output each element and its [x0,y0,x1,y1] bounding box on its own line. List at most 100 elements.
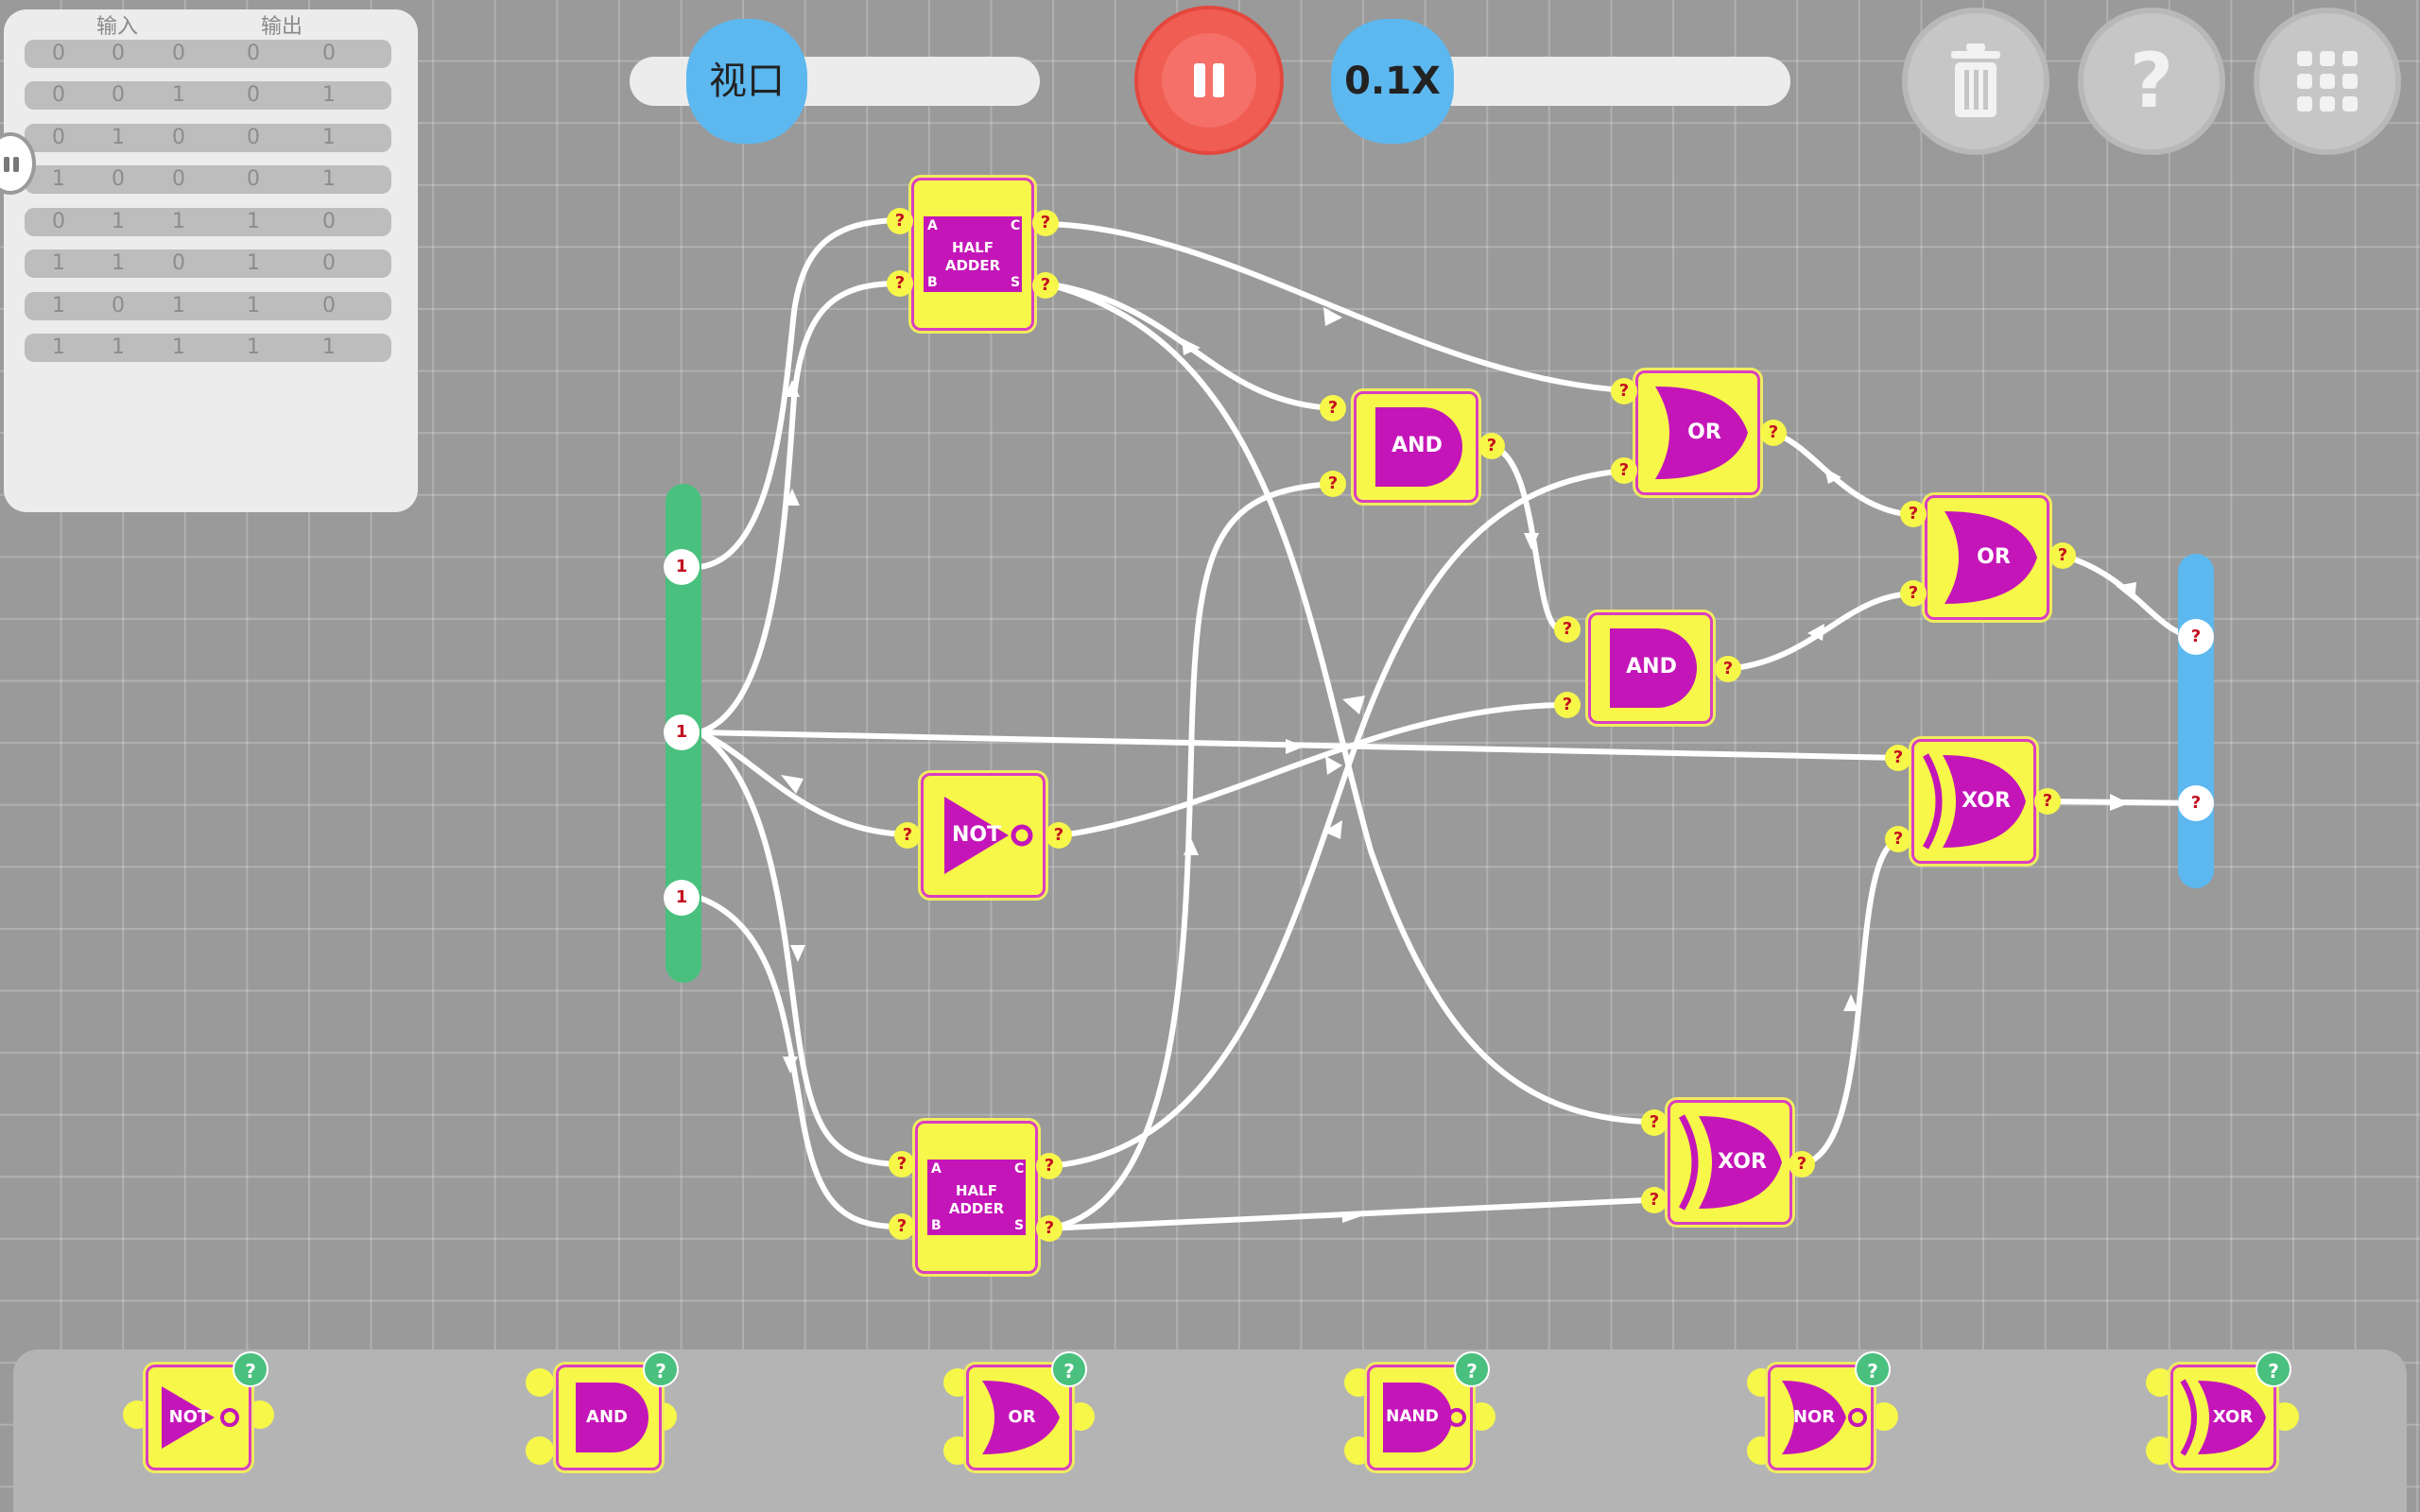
output-port[interactable]: ? [2034,788,2061,815]
truth-table-input-cell: 1 [172,83,185,107]
output-port[interactable]: ? [1032,272,1059,299]
delete-button[interactable] [1902,8,2049,155]
not-gate[interactable]: NOT [921,773,1046,898]
palette-xor-gate[interactable]: XOR [2170,1365,2276,1470]
wire-arrow [790,945,805,962]
output-port[interactable]: ? [1032,210,1059,236]
input-node[interactable]: 1 [664,549,700,585]
input-port[interactable]: ? [894,822,921,849]
output-port[interactable]: ? [1760,420,1787,446]
xor-gate[interactable]: XOR [1668,1100,1792,1225]
half-adder-gate[interactable]: A C B S HALF ADDER [911,178,1034,331]
output-port[interactable]: ? [1478,433,1505,459]
input-port[interactable]: ? [887,208,913,234]
palette-help-badge[interactable]: ? [233,1351,268,1387]
palette-or-gate[interactable]: OR [966,1365,1072,1470]
output-node: ? [2178,785,2214,821]
truth-table-output-cell: 0 [247,42,260,65]
wire-arrow [1325,756,1342,775]
palette-nand-label: NAND [1386,1407,1439,1426]
xor-gate[interactable]: XOR [1911,739,2036,864]
input-port[interactable]: ? [1611,457,1637,484]
viewport-button[interactable]: 视口 [686,19,807,144]
wire [1052,702,1563,839]
wire [1487,443,1563,632]
palette-nand-gate[interactable]: NAND [1367,1365,1473,1470]
wire-arrow [1342,696,1365,714]
truth-table-output-cell: 1 [322,167,336,191]
xor-gate-label: XOR [1962,789,2011,813]
output-port[interactable]: ? [1046,822,1072,849]
input-node[interactable]: 1 [664,714,700,750]
wire [1045,468,1629,1169]
wire-arrow [783,1057,798,1074]
wire-arrow [785,489,800,506]
palette-help-badge[interactable]: ? [1454,1351,1490,1387]
input-port[interactable]: ? [1641,1187,1668,1213]
truth-table-output-cell: 1 [247,251,260,275]
palette-help-badge[interactable]: ? [1051,1351,1087,1387]
output-port[interactable]: ? [1036,1215,1063,1242]
menu-button[interactable] [2254,8,2401,155]
input-port[interactable]: ? [1900,501,1927,527]
wire [1042,221,1629,393]
truth-table-input-cell: 0 [52,210,65,233]
xor-gate-label: XOR [1718,1150,1767,1174]
input-port[interactable]: ? [889,1213,915,1240]
output-port[interactable]: ? [1715,656,1741,682]
truth-table-input-cell: 0 [172,167,185,191]
truth-table-output-cell: 0 [322,294,336,318]
truth-table-output-cell: 0 [322,42,336,65]
output-port[interactable]: ? [1789,1151,1815,1177]
wire-arrow [1323,307,1342,326]
input-port[interactable]: ? [889,1151,915,1177]
and-gate[interactable]: AND [1588,612,1713,724]
palette-help-badge[interactable]: ? [1855,1351,1891,1387]
input-port[interactable]: ? [1320,395,1346,421]
wire [1042,281,1648,1125]
half-adder-gate[interactable]: A C B S HALF ADDER [915,1121,1038,1274]
input-port[interactable]: ? [1320,471,1346,497]
speed-button[interactable]: 0.1X [1331,19,1454,144]
palette-and-gate[interactable]: AND [556,1365,662,1470]
grid-menu-icon [2297,51,2358,112]
output-port[interactable]: ? [2049,542,2076,569]
input-port[interactable]: ? [1554,692,1581,718]
input-port[interactable]: ? [1641,1109,1668,1136]
wire [1723,591,1917,672]
pause-icon [1162,33,1256,128]
or-gate[interactable]: OR [1635,370,1760,495]
palette-nor-gate[interactable]: NOR [1768,1365,1874,1470]
wire [1768,429,1917,518]
truth-table-input-cell: 0 [112,167,125,191]
truth-table-input-cell: 1 [172,210,185,233]
input-port[interactable]: ? [1900,580,1927,607]
help-button[interactable]: ? [2078,8,2225,155]
truth-table-input-cell: 0 [112,294,125,318]
input-port[interactable]: ? [1885,826,1911,852]
input-port[interactable]: ? [887,270,913,297]
truth-table-output-cell: 1 [322,126,336,149]
truth-table-input-cell: 1 [172,335,185,359]
or-gate-label: OR [1977,545,2011,569]
output-port[interactable]: ? [1036,1153,1063,1179]
truth-table-input-cell: 0 [172,251,185,275]
input-port[interactable]: ? [1554,616,1581,643]
input-node[interactable]: 1 [664,880,700,916]
palette-help-badge[interactable]: ? [2256,1351,2291,1387]
and-gate[interactable]: AND [1354,391,1478,503]
pause-button[interactable] [1134,6,1284,155]
wire-arrow [785,380,800,397]
or-gate[interactable]: OR [1925,495,2049,620]
palette-and-label: AND [586,1407,628,1427]
palette-xor-label: XOR [2212,1407,2254,1427]
input-port[interactable]: ? [1611,378,1637,404]
palette-not-gate[interactable]: NOT [146,1365,251,1470]
palette-help-badge[interactable]: ? [643,1351,679,1387]
input-port[interactable]: ? [1885,745,1911,771]
truth-table-input-header: 输入 [96,15,139,39]
truth-table-output-cell: 0 [322,210,336,233]
